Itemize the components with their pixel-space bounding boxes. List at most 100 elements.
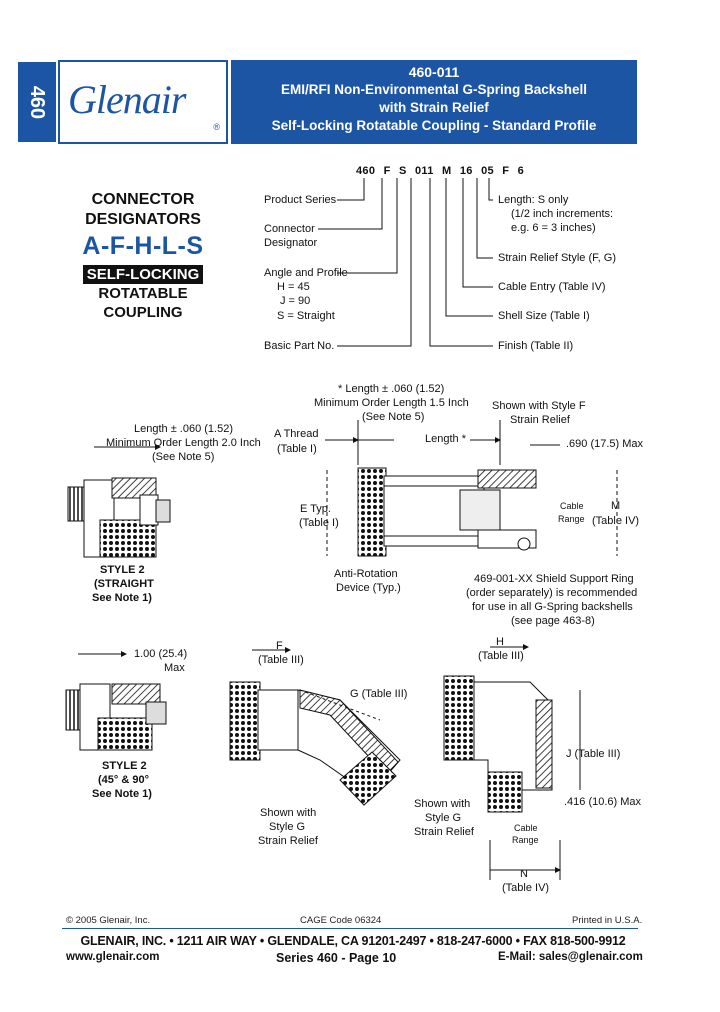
style2-straight-caption1: STYLE 2 [100,564,145,576]
pn-segment: F [383,165,391,177]
part-number: 460 F S 011 M 16 05 F 6 [356,165,524,177]
label-angle-j: J = 90 [280,295,311,307]
range-label: Range [558,514,585,524]
part-title: 460-011 [408,64,460,80]
label-length3: e.g. 6 = 3 inches) [511,222,596,234]
printed-in: Printed in U.S.A. [572,915,643,926]
a-thread-table: (Table I) [277,443,317,455]
style-f-label1: Shown with Style F [492,400,586,412]
label-designator: Designator [264,237,318,249]
pn-segment: 16 [459,165,473,177]
label-strain-relief: Strain Relief Style (F, G) [498,252,616,264]
anti-rotation-label2: Device (Typ.) [336,582,401,594]
label-connector: Connector [264,223,315,235]
h-dim-label: H [496,636,504,648]
coupling-text: COUPLING [103,304,183,321]
style-f-label2: Strain Relief [510,414,570,426]
pn-segment: 011 [415,165,434,177]
footer-email[interactable]: E-Mail: sales@glenair.com [498,951,643,963]
style2-angle-caption1: STYLE 2 [102,760,147,772]
pn-segment: M [442,165,452,177]
style2-angle-drawing [65,651,167,751]
straight-length-label3: (See Note 5) [362,411,425,423]
title-line3: Self-Locking Rotatable Coupling - Standa… [271,118,597,133]
title-bar: 460-011 EMI/RFI Non-Environmental G-Spri… [231,60,637,144]
designators-heading1: CONNECTOR [91,191,195,208]
label-basic: Basic Part No. [264,340,335,352]
cage-code: CAGE Code 06324 [300,915,382,926]
pn-segment: 6 [517,165,525,177]
j-dim-label: J (Table III) [566,748,621,760]
pn-segment: F [502,165,510,177]
style2-angle-dim1: 1.00 (25.4) [134,648,188,660]
style2-length-label3: (See Note 5) [152,451,215,463]
glenair-logo: Glenair ® [58,60,228,144]
m-dim-table: (Table IV) [592,515,640,527]
angle90-shown3: Strain Relief [414,826,474,838]
dim-416-label: .416 (10.6) Max [564,796,642,808]
label-angle-h: H = 45 [277,281,310,293]
style2-angle-caption2: (45° & 90° [98,774,149,786]
n-dim-table: (Table IV) [502,882,550,894]
angle90-shown1: Shown with [414,798,471,810]
label-length2: (1/2 inch increments: [511,208,614,220]
label-cable-entry: Cable Entry (Table IV) [498,281,606,293]
e-typ-label: E Typ. [300,503,331,515]
m-dim-label: M [611,500,621,512]
shield-ring-label3: for use in all G-Spring backshells [472,601,633,613]
shield-ring-label2: (order separately) is recommended [466,587,638,599]
label-angle: Angle and Profile [264,267,348,279]
dim-690-label: .690 (17.5) Max [566,438,644,450]
angle45-drawing [229,647,401,806]
f-dim-label: F [276,640,283,652]
label-angle-s: S = Straight [277,310,335,322]
style2-length-label2: Minimum Order Length 2.0 Inch [106,437,261,449]
pn-leader-lines [318,178,493,347]
connector-designators: CONNECTOR DESIGNATORS A-F-H-L-S SELF-LOC… [58,190,228,322]
style2-straight-drawing [67,444,171,558]
footer-page: Series 460 - Page 10 [276,951,397,965]
angle90-shown2: Style G [425,812,462,824]
h-dim-table: (Table III) [478,650,524,662]
angle45-shown1: Shown with [260,807,317,819]
n-dim-label: N [520,868,528,880]
footer-address: GLENAIR, INC. • 1211 AIR WAY • GLENDALE,… [80,934,626,948]
footer-website[interactable]: www.glenair.com [66,951,160,963]
label-shell-size: Shell Size (Table I) [498,310,590,322]
series-tab: 460 [18,62,56,142]
footer-divider [62,928,638,929]
angle45-shown3: Strain Relief [258,835,318,847]
style2-straight-caption2: (STRAIGHT [94,578,154,590]
shield-ring-label4: (see page 463-8) [511,615,595,627]
style2-length-label1: Length ± .060 (1.52) [134,423,233,435]
logo-reg-mark: ® [213,122,220,132]
label-length1: Length: S only [498,194,569,206]
a-thread-label: A Thread [274,428,319,440]
label-product-series: Product Series [264,194,337,206]
title-line2: with Strain Relief [379,100,489,115]
designator-letters: A-F-H-L-S [82,232,204,260]
style2-angle-caption3: See Note 1) [92,788,152,800]
length-star-label: Length * [425,433,466,445]
straight-backshell-drawing [325,420,618,557]
g-dim-label: G (Table III) [350,688,408,700]
title-line1: EMI/RFI Non-Environmental G-Spring Backs… [280,82,588,97]
straight-length-label1: * Length ± .060 (1.52) [338,383,445,395]
rotatable-text: ROTATABLE [98,285,188,302]
copyright: © 2005 Glenair, Inc. [66,915,151,926]
anti-rotation-label1: Anti-Rotation [334,568,398,580]
label-finish: Finish (Table II) [498,340,574,352]
e-typ-table: (Table I) [299,517,339,529]
style2-straight-caption3: See Note 1) [92,592,152,604]
angle90-drawing [443,644,581,880]
straight-length-label2: Minimum Order Length 1.5 Inch [314,397,469,409]
designators-heading2: DESIGNATORS [85,211,201,228]
style2-angle-dim2: Max [164,662,185,674]
cable-label: Cable [560,501,584,511]
shield-ring-label1: 469-001-XX Shield Support Ring [474,573,634,585]
angle45-shown2: Style G [269,821,306,833]
angle90-cable: Cable [514,823,538,833]
angle90-range: Range [512,835,539,845]
pn-segment: 460 [356,165,376,177]
